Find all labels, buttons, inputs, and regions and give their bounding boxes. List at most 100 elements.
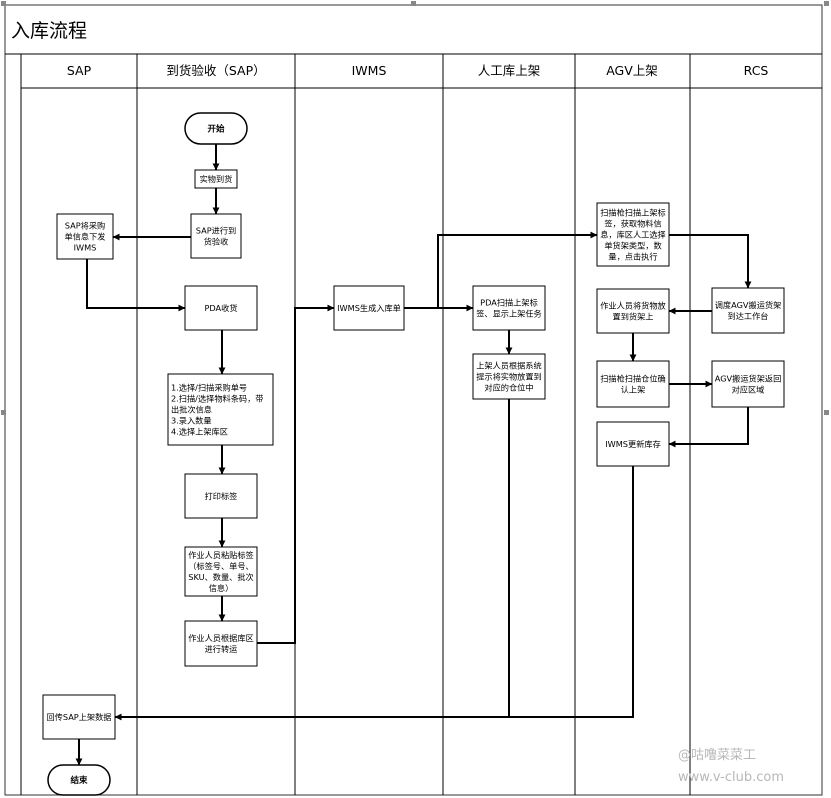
process-box	[184, 546, 258, 597]
node-arrive: 实物到货	[194, 169, 238, 189]
lane-label-rcs: RCS	[744, 63, 769, 78]
node-text-line: 单信息下发	[65, 232, 106, 242]
process-box	[184, 285, 258, 331]
lane-label-sap: SAP	[67, 63, 92, 78]
node-text-line: 作业人员将货物放	[600, 301, 666, 311]
node-text-line: 1.选择/扫描采购单号	[171, 383, 247, 393]
node-text-line: （标签号、单号、	[188, 561, 254, 571]
resize-handle[interactable]	[824, 1, 829, 6]
process-box	[711, 287, 785, 334]
process-box	[472, 285, 546, 331]
node-text-line: 打印标签	[205, 491, 238, 501]
node-text-line: 认上架	[621, 385, 646, 395]
process-box	[596, 360, 670, 408]
resize-handle[interactable]	[411, 1, 416, 6]
node-text-line: 对应区域	[732, 385, 765, 395]
node-text-line: 对应的仓位中	[484, 383, 533, 393]
watermark-line2: www.v-club.com	[678, 770, 784, 785]
edge-iwmsupdate-sapback	[114, 466, 634, 721]
lane-label-receive: 到货验收（SAP）	[166, 63, 265, 78]
process-box	[596, 421, 670, 467]
resize-handles[interactable]	[1, 1, 829, 415]
process-box	[194, 169, 238, 189]
node-text-line: 实物到货	[200, 174, 233, 184]
node-iwms-update: IWMS更新库存	[596, 421, 670, 467]
edge-rcsreturn-iwmsupdate	[668, 407, 749, 448]
edge-sappo-pda	[86, 259, 186, 312]
process-box	[56, 213, 114, 260]
node-text-line: 扫描枪扫描仓位确	[600, 374, 666, 384]
node-print: 打印标签	[184, 473, 258, 519]
node-iwms-gen: IWMS生成入库单	[333, 285, 405, 331]
node-text-line: 息，库区人工选择	[600, 230, 666, 240]
node-text-line: 结束	[70, 775, 88, 786]
node-text-line: SAP将采购	[65, 221, 105, 231]
node-paste: 作业人员粘贴标签（标签号、单号、SKU、数量、批次信息）	[184, 546, 258, 597]
resize-handle[interactable]	[824, 410, 829, 415]
resize-handle[interactable]	[1, 410, 6, 415]
node-select: 1.选择/扫描采购单号2.扫描/选择物料条码，带出批次信息3.录入数量4.选择上…	[167, 373, 274, 446]
node-text-line: SKU、数量、批次	[188, 572, 253, 582]
node-text-line: 作业人员根据库区	[188, 633, 254, 643]
process-box	[184, 473, 258, 519]
node-text-line: 开始	[207, 124, 225, 135]
process-box	[333, 285, 405, 331]
node-text-line: 调度AGV搬运货架	[715, 300, 782, 310]
edge-transfer-iwms	[257, 304, 335, 644]
node-text-line: PDA收货	[204, 303, 237, 313]
node-text-line: IWMS更新库存	[605, 439, 661, 449]
diagram-title: 入库流程	[11, 20, 87, 42]
node-pda-recv: PDA收货	[184, 285, 258, 331]
node-text-line: 3.录入数量	[171, 416, 212, 426]
node-start: 开始	[184, 112, 248, 145]
node-text-line: 回传SAP上架数据	[46, 712, 111, 722]
node-text-line: IWMS生成入库单	[337, 303, 401, 313]
watermark-line1: @咕噜菜菜工	[678, 747, 756, 763]
node-text-line: 上架人员根据系统	[476, 361, 542, 371]
lane-label-manual: 人工库上架	[478, 63, 541, 78]
node-sap-back: 回传SAP上架数据	[42, 694, 116, 740]
resize-handle[interactable]	[1, 1, 6, 6]
node-text-line: 签，获取物料信	[604, 219, 661, 229]
node-text-line: 提示将实物放置到	[476, 372, 542, 382]
node-text-line: 单货架类型，数	[604, 241, 661, 251]
node-text-line: 信息）	[209, 583, 234, 593]
process-box	[184, 620, 258, 667]
process-box	[190, 213, 242, 259]
node-text-line: AGV搬运货架返回	[715, 374, 782, 384]
process-box	[711, 360, 785, 408]
node-text-line: 2.扫描/选择物料条码，带	[171, 394, 263, 404]
node-text-line: 出批次信息	[171, 405, 212, 415]
diagram-frame	[4, 4, 823, 796]
node-text-line: 到达工作台	[728, 311, 769, 321]
node-text-line: SAP进行到	[196, 226, 236, 236]
terminal-shape	[184, 112, 248, 145]
lane-label-iwms: IWMS	[352, 63, 387, 78]
process-box	[167, 373, 274, 446]
lane-label-agv: AGV上架	[606, 63, 658, 78]
process-box	[596, 202, 670, 267]
process-box	[42, 694, 116, 740]
process-box	[596, 288, 670, 334]
process-box	[472, 353, 546, 400]
node-text-line: IWMS	[74, 243, 97, 253]
node-text-line: 4.选择上架库区	[171, 427, 228, 437]
node-text-line: 签、显示上架任务	[476, 309, 542, 319]
node-text-line: 置到货架上	[613, 312, 654, 322]
connectors	[75, 144, 752, 766]
edge-iwms-agvscan	[404, 231, 598, 309]
terminal-shape	[47, 764, 111, 796]
edge-agvscan-rcsdispatch	[669, 234, 752, 289]
